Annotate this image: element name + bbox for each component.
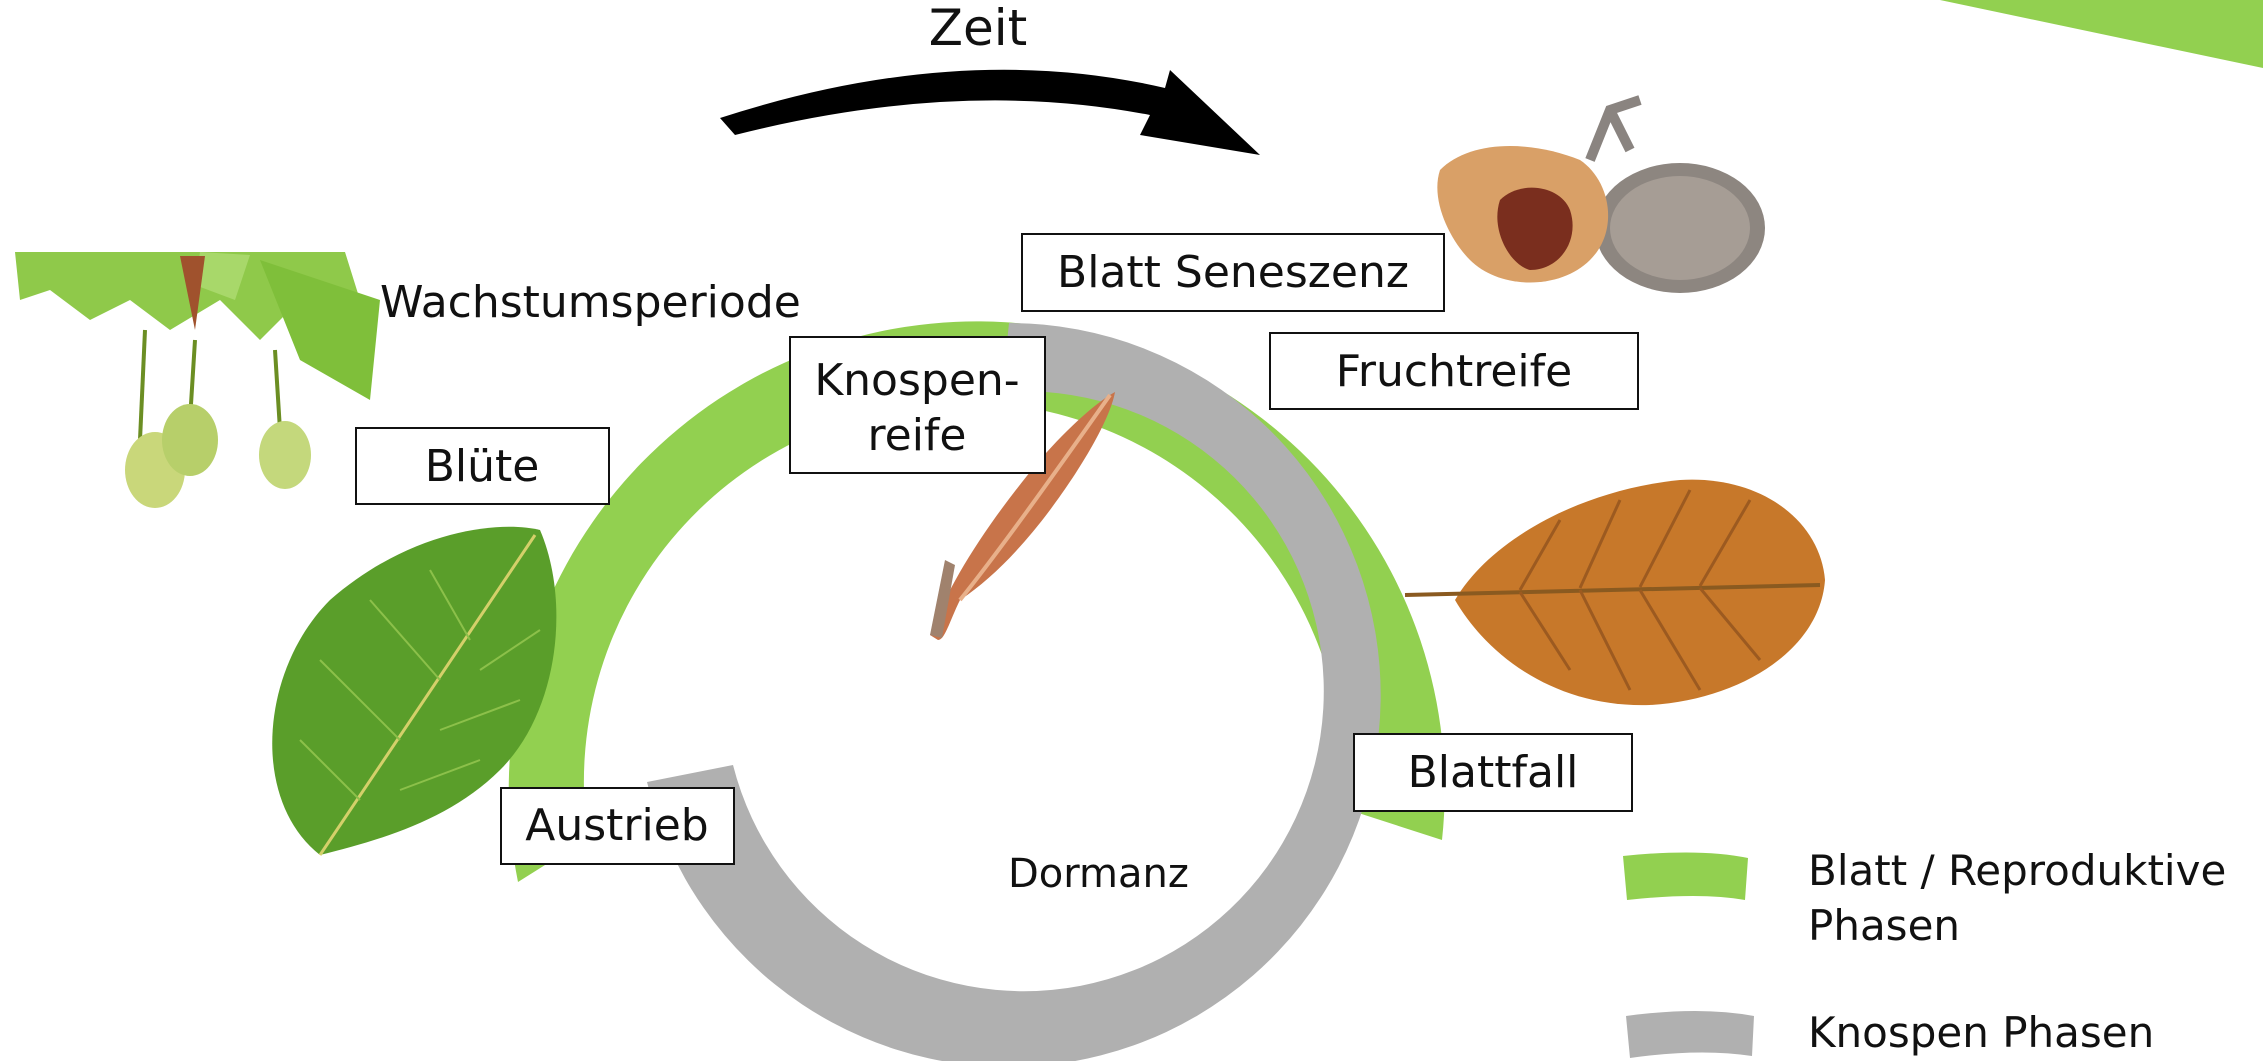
autumn-leaf-image [1405,480,1825,706]
phase-label-knospenreife-1: Knospen- [814,355,1019,406]
phase-label-blattfall: Blattfall [1408,747,1579,798]
flower-cluster-image [15,252,380,508]
legend-label-green-2: Phasen [1808,901,1960,950]
legend-label-green-1: Blatt / Reproduktive [1808,846,2226,895]
corner-accent [1940,0,2263,68]
legend-swatch-green [1623,852,1748,900]
legend: Blatt / Reproduktive Phasen Knospen Phas… [1623,846,2226,1058]
phase-box-austrieb: Austrieb [501,788,734,864]
beechnut-cupule-image [1437,100,1765,293]
phase-box-blatt-seneszenz: Blatt Seneszenz [1022,234,1444,311]
phase-box-fruchtreife: Fruchtreife [1270,333,1638,409]
phase-label-knospenreife-2: reife [868,410,967,461]
legend-swatch-gray [1626,1011,1754,1058]
phase-box-blattfall: Blattfall [1354,734,1632,811]
phase-box-knospenreife: Knospen- reife [790,337,1045,473]
dormancy-label: Dormanz [1008,851,1189,897]
time-arrow-icon [720,70,1260,155]
time-title: Zeit [929,0,1028,57]
legend-label-gray: Knospen Phasen [1808,1008,2154,1057]
phase-box-bluete: Blüte [356,428,609,504]
phase-label-blatt-seneszenz: Blatt Seneszenz [1057,247,1409,298]
season-label: Wachstumsperiode [380,277,801,328]
phase-label-fruchtreife: Fruchtreife [1336,346,1572,397]
phase-label-bluete: Blüte [425,441,540,492]
phase-label-austrieb: Austrieb [525,800,708,851]
